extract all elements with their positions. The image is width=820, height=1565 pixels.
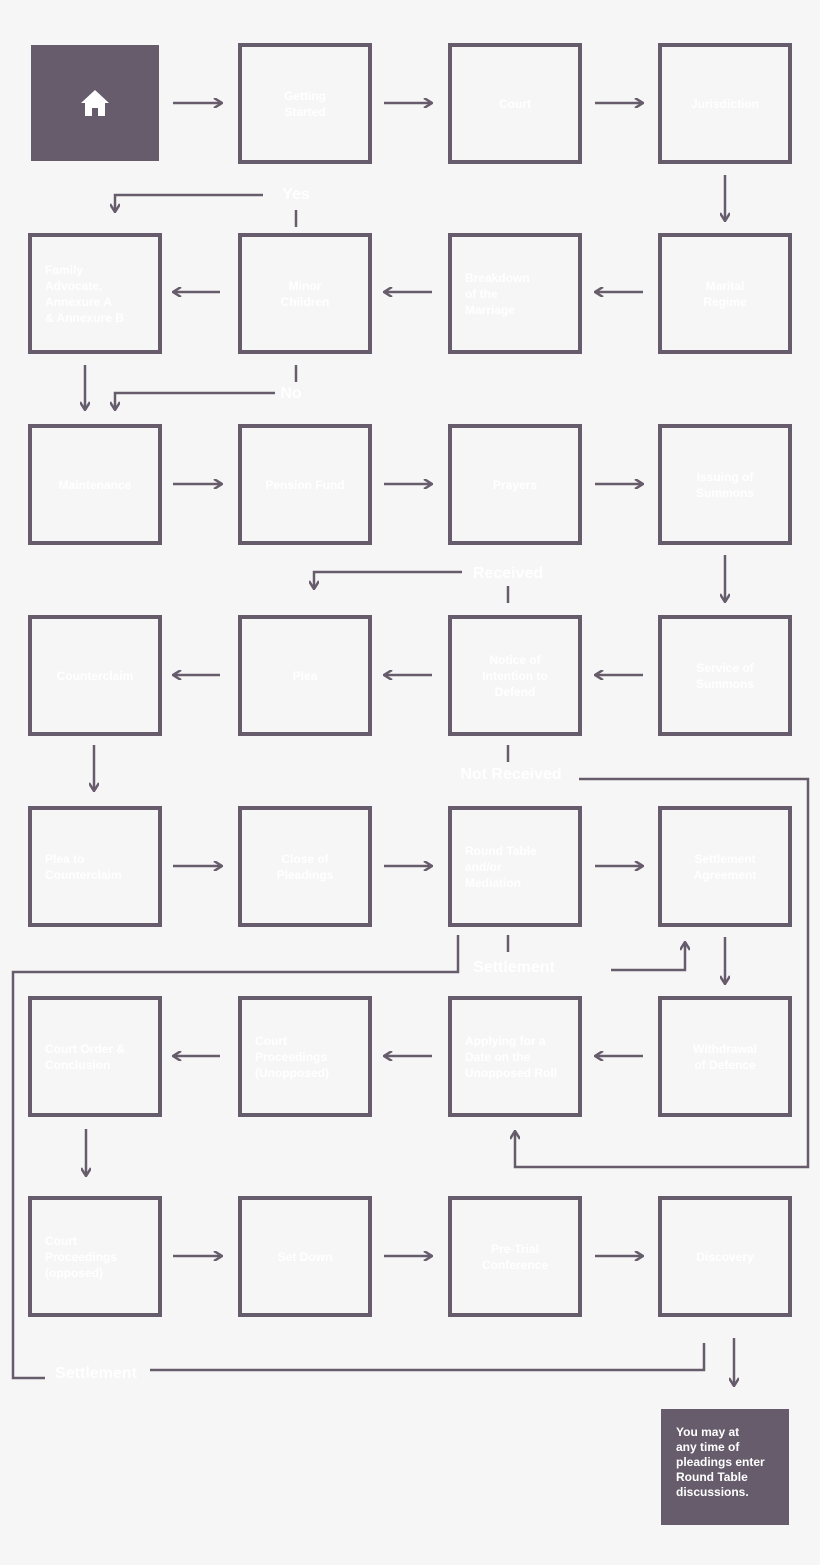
branch-label-settlement-middle: Settlement xyxy=(473,959,555,976)
step-plea-counterclaim-label: Plea to Counterclaim xyxy=(45,851,122,882)
step-discovery-label: Discovery xyxy=(696,1249,754,1264)
step-service-summons[interactable]: Service of Summons xyxy=(658,615,792,736)
step-court-opposed[interactable]: Court Proceedings (opposed) xyxy=(28,1196,162,1317)
not-received-arrow xyxy=(515,777,810,1169)
step-close-pleadings-label: Close of Pleadings xyxy=(276,851,334,882)
step-court[interactable]: Court xyxy=(448,43,582,164)
step-plea-label: Plea xyxy=(292,668,318,683)
yes-branch-arrow xyxy=(115,193,263,212)
step-family-advocate-label: Family Advocate, Annexure A & Annexure B xyxy=(45,262,124,325)
step-round-table[interactable]: Round Table and/or Mediation xyxy=(448,806,582,927)
step-plea-counterclaim[interactable]: Plea to Counterclaim xyxy=(28,806,162,927)
step-pension-fund[interactable]: Pension Fund xyxy=(238,424,372,545)
step-set-down[interactable]: Set Down xyxy=(238,1196,372,1317)
step-withdrawal-defence-label: Withdrawal of Defence xyxy=(693,1041,757,1072)
step-service-summons-label: Service of Summons xyxy=(695,660,754,691)
step-pension-fund-label: Pension Fund xyxy=(265,477,345,492)
step-court-unopposed-label: Court Proceedings (Unopposed) xyxy=(255,1033,329,1080)
step-prayers-label: Prayers xyxy=(492,477,538,492)
step-court-order-label: Court Order & Conclusion xyxy=(45,1041,126,1072)
step-applying-date-label: Applying for a Date on the Unopposed Rol… xyxy=(465,1033,557,1080)
step-minor-children-label: Minor Children xyxy=(280,278,330,309)
home-button[interactable] xyxy=(31,45,159,161)
step-notice-intention[interactable]: Notice of Intention to Defend xyxy=(448,615,582,736)
no-branch-arrow xyxy=(115,391,275,410)
step-withdrawal-defence[interactable]: Withdrawal of Defence xyxy=(658,996,792,1117)
branch-label-settlement-bottom: Settlement xyxy=(55,1365,137,1382)
step-jurisdiction[interactable]: Jurisdiction xyxy=(658,43,792,164)
home-icon xyxy=(81,90,109,116)
discovery-settlement-line xyxy=(150,1343,706,1372)
step-pre-trial[interactable]: Pre-Trial Conference xyxy=(448,1196,582,1317)
step-getting-started-label: Getting Started xyxy=(284,88,326,119)
step-court-opposed-label: Court Proceedings (opposed) xyxy=(45,1233,118,1280)
step-applying-date[interactable]: Applying for a Date on the Unopposed Rol… xyxy=(448,996,582,1117)
round-table-note-text: You may at any time of pleadings enter R… xyxy=(676,1425,765,1499)
step-court-label: Court xyxy=(499,96,531,111)
branch-label-not-received: Not Received xyxy=(460,766,562,783)
step-counterclaim[interactable]: Counterclaim xyxy=(28,615,162,736)
step-marital-regime[interactable]: Marital Regime xyxy=(658,233,792,354)
step-settlement-agreement[interactable]: Settlement Agreement xyxy=(658,806,792,927)
step-marital-regime-label: Marital Regime xyxy=(703,278,747,309)
settlement-branch-arrow xyxy=(611,942,685,972)
step-prayers[interactable]: Prayers xyxy=(448,424,582,545)
step-plea[interactable]: Plea xyxy=(238,615,372,736)
branch-label-no: No xyxy=(280,385,302,402)
step-issuing-summons[interactable]: Issuing of Summons xyxy=(658,424,792,545)
step-breakdown[interactable]: Breakdown of the Marriage xyxy=(448,233,582,354)
step-jurisdiction-label: Jurisdiction xyxy=(690,96,759,111)
step-round-table-label: Round Table and/or Mediation xyxy=(465,843,537,890)
step-discovery[interactable]: Discovery xyxy=(658,1196,792,1317)
step-counterclaim-label: Counterclaim xyxy=(56,668,134,683)
step-family-advocate[interactable]: Family Advocate, Annexure A & Annexure B xyxy=(28,233,162,354)
step-settlement-agreement-label: Settlement Agreement xyxy=(693,851,757,882)
branch-label-received: Received xyxy=(472,565,544,582)
step-maintenance[interactable]: Maintenance xyxy=(28,424,162,545)
step-issuing-summons-label: Issuing of Summons xyxy=(695,469,754,500)
received-branch-arrow xyxy=(314,570,462,589)
branch-label-yes: Yes xyxy=(282,186,310,203)
step-court-order[interactable]: Court Order & Conclusion xyxy=(28,996,162,1117)
step-court-unopposed[interactable]: Court Proceedings (Unopposed) xyxy=(238,996,372,1117)
step-set-down-label: Set Down xyxy=(277,1249,333,1264)
step-minor-children[interactable]: Minor Children xyxy=(238,233,372,354)
round-table-to-settlement-line xyxy=(11,935,460,1380)
step-notice-intention-label: Notice of Intention to Defend xyxy=(482,652,548,699)
round-table-note: You may at any time of pleadings enter R… xyxy=(661,1409,789,1525)
step-maintenance-label: Maintenance xyxy=(58,477,132,492)
step-close-pleadings[interactable]: Close of Pleadings xyxy=(238,806,372,927)
step-getting-started[interactable]: Getting Started xyxy=(238,43,372,164)
step-breakdown-label: Breakdown of the Marriage xyxy=(465,270,530,317)
step-pre-trial-label: Pre-Trial Conference xyxy=(481,1241,549,1272)
